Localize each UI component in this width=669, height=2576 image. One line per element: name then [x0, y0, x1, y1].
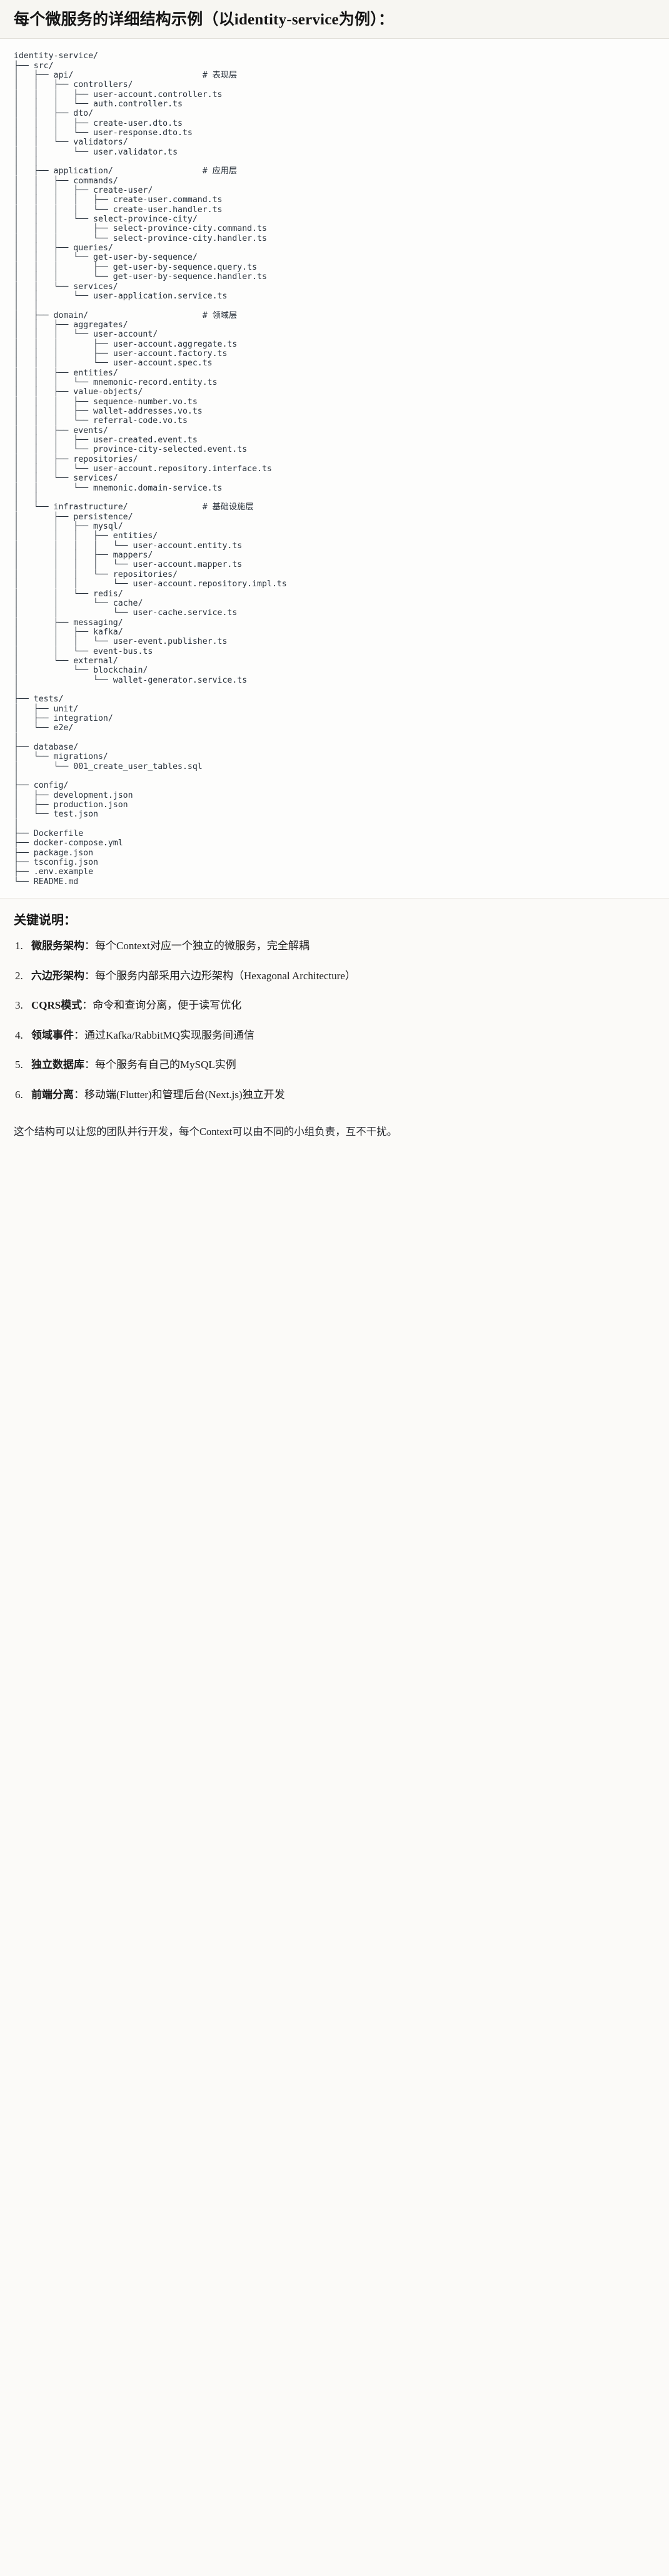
- key-description: 通过Kafka/RabbitMQ实现服务间通信: [84, 1029, 254, 1041]
- closing-paragraph: 这个结构可以让您的团队并行开发，每个Context可以由不同的小组负责，互不干扰…: [14, 1126, 398, 1138]
- title-block: 每个微服务的详细结构示例（以identity-service为例）：: [0, 0, 669, 39]
- document-page: 每个微服务的详细结构示例（以identity-service为例）： ident…: [0, 0, 669, 1156]
- list-item: CQRS模式：命令和查询分离，便于读写优化: [15, 997, 655, 1014]
- key-separator: ：: [82, 999, 93, 1012]
- directory-tree: identity-service/ ├── src/ │ ├── api/ # …: [14, 51, 287, 887]
- key-separator: ：: [84, 940, 95, 952]
- key-term: 六边形架构: [31, 969, 84, 982]
- list-item: 领域事件：通过Kafka/RabbitMQ实现服务间通信: [15, 1027, 655, 1044]
- key-points-heading: 关键说明：: [14, 914, 76, 928]
- key-term: CQRS模式: [31, 999, 83, 1012]
- directory-tree-block: identity-service/ ├── src/ │ ├── api/ # …: [0, 39, 669, 899]
- key-points-block: 关键说明： 微服务架构：每个Context对应一个独立的微服务，完全解耦 六边形…: [0, 899, 669, 1123]
- key-term: 独立数据库: [31, 1059, 84, 1071]
- key-description: 命令和查询分离，便于读写优化: [93, 999, 242, 1012]
- list-item: 独立数据库：每个服务有自己的MySQL实例: [15, 1057, 655, 1073]
- key-description: 每个服务有自己的MySQL实例: [95, 1059, 236, 1071]
- closing-block: 这个结构可以让您的团队并行开发，每个Context可以由不同的小组负责，互不干扰…: [0, 1123, 669, 1156]
- key-term: 领域事件: [31, 1029, 74, 1041]
- key-separator: ：: [84, 969, 95, 982]
- list-item: 前端分离：移动端(Flutter)和管理后台(Next.js)独立开发: [15, 1087, 655, 1103]
- key-term: 微服务架构: [31, 940, 84, 952]
- key-description: 每个Context对应一个独立的微服务，完全解耦: [95, 940, 309, 952]
- list-item: 六边形架构：每个服务内部采用六边形架构（Hexagonal Architectu…: [15, 968, 655, 984]
- key-term: 前端分离: [31, 1088, 74, 1101]
- list-item: 微服务架构：每个Context对应一个独立的微服务，完全解耦: [15, 938, 655, 954]
- key-separator: ：: [84, 1059, 95, 1071]
- key-description: 移动端(Flutter)和管理后台(Next.js)独立开发: [84, 1088, 285, 1101]
- key-separator: ：: [74, 1088, 84, 1101]
- key-points-list: 微服务架构：每个Context对应一个独立的微服务，完全解耦 六边形架构：每个服…: [14, 938, 655, 1102]
- page-title: 每个微服务的详细结构示例（以identity-service为例）：: [14, 11, 395, 28]
- key-separator: ：: [74, 1029, 84, 1041]
- key-description: 每个服务内部采用六边形架构（Hexagonal Architecture）: [95, 969, 356, 982]
